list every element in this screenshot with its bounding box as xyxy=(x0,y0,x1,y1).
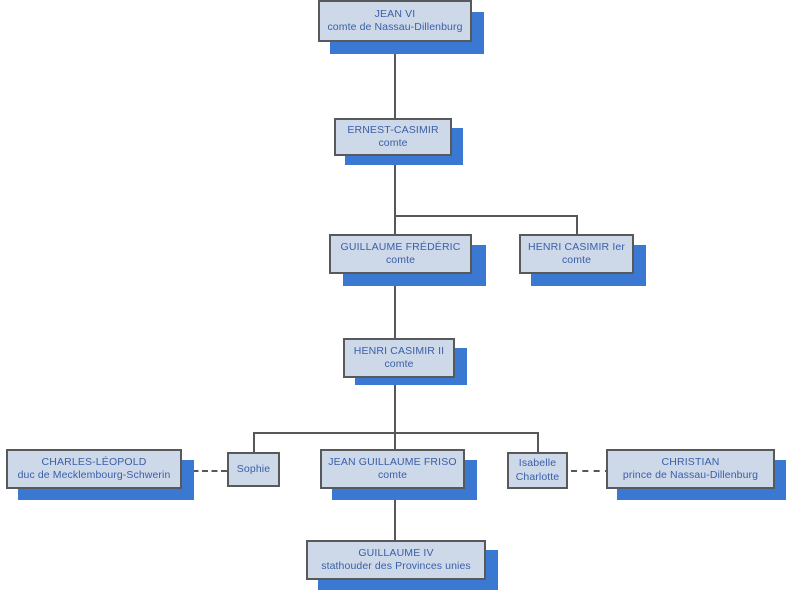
node-subtitle: comte xyxy=(561,254,592,266)
connector-drop-isabellecharlotte xyxy=(537,432,539,452)
node-subtitle: Charlotte xyxy=(515,470,560,483)
node-subtitle: prince de Nassau-Dillenburg xyxy=(622,469,759,481)
connector-henricasimirii-down xyxy=(394,379,396,452)
connector-branch-horizontal-generation3 xyxy=(394,215,578,217)
node-ernest-casimir[interactable]: ERNEST-CASIMIR comte xyxy=(334,118,452,156)
connector-drop-henricasimirier xyxy=(576,215,578,235)
node-title: CHRISTIAN xyxy=(661,455,720,468)
node-jean-guillaume-friso[interactable]: JEAN GUILLAUME FRISO comte xyxy=(320,449,465,489)
node-guillaume-iv[interactable]: GUILLAUME IV stathouder des Provinces un… xyxy=(306,540,486,580)
node-title: Sophie xyxy=(236,462,271,475)
connector-drop-guillaumefrederic xyxy=(394,215,396,235)
node-subtitle: comte de Nassau-Dillenburg xyxy=(327,21,463,33)
marriage-link-charlesleopold-sophie xyxy=(183,470,227,472)
node-christian[interactable]: CHRISTIAN prince de Nassau-Dillenburg xyxy=(606,449,775,489)
connector-ernestcasimir-down xyxy=(394,160,396,218)
node-title: HENRI CASIMIR Ier xyxy=(527,240,626,253)
connector-drop-sophie xyxy=(253,432,255,452)
connector-guillaumefrederic-to-henricasimirii xyxy=(394,272,396,338)
node-title: JEAN VI xyxy=(374,7,416,20)
node-subtitle: stathouder des Provinces unies xyxy=(321,560,471,572)
node-guillaume-frederic[interactable]: GUILLAUME FRÉDÉRIC comte xyxy=(329,234,472,274)
node-isabelle-charlotte[interactable]: Isabelle Charlotte xyxy=(507,452,568,489)
node-subtitle: comte xyxy=(377,469,408,481)
node-title: CHARLES-LÉOPOLD xyxy=(41,455,147,468)
node-subtitle: comte xyxy=(378,137,408,149)
node-subtitle: comte xyxy=(385,254,416,266)
node-henri-casimir-ii[interactable]: HENRI CASIMIR II comte xyxy=(343,338,455,378)
node-title: HENRI CASIMIR II xyxy=(353,344,445,357)
node-subtitle: duc de Mecklembourg-Schwerin xyxy=(17,469,171,481)
node-subtitle: comte xyxy=(384,358,414,370)
node-title: ERNEST-CASIMIR xyxy=(347,123,439,136)
node-sophie[interactable]: Sophie xyxy=(227,452,280,487)
connector-jeanvi-to-ernestcasimir xyxy=(394,46,396,118)
connector-friso-to-guillaumeiv xyxy=(394,490,396,540)
node-title: JEAN GUILLAUME FRISO xyxy=(328,455,457,468)
node-jean-vi[interactable]: JEAN VI comte de Nassau-Dillenburg xyxy=(318,0,472,42)
node-charles-leopold[interactable]: CHARLES-LÉOPOLD duc de Mecklembourg-Schw… xyxy=(6,449,182,489)
connector-sibling-bar-generation5 xyxy=(253,432,539,434)
node-title: GUILLAUME IV xyxy=(358,546,434,559)
node-henri-casimir-ier[interactable]: HENRI CASIMIR Ier comte xyxy=(519,234,634,274)
node-title: Isabelle xyxy=(518,457,557,470)
node-title: GUILLAUME FRÉDÉRIC xyxy=(340,240,461,253)
marriage-link-isabellecharlotte-christian xyxy=(571,470,611,472)
